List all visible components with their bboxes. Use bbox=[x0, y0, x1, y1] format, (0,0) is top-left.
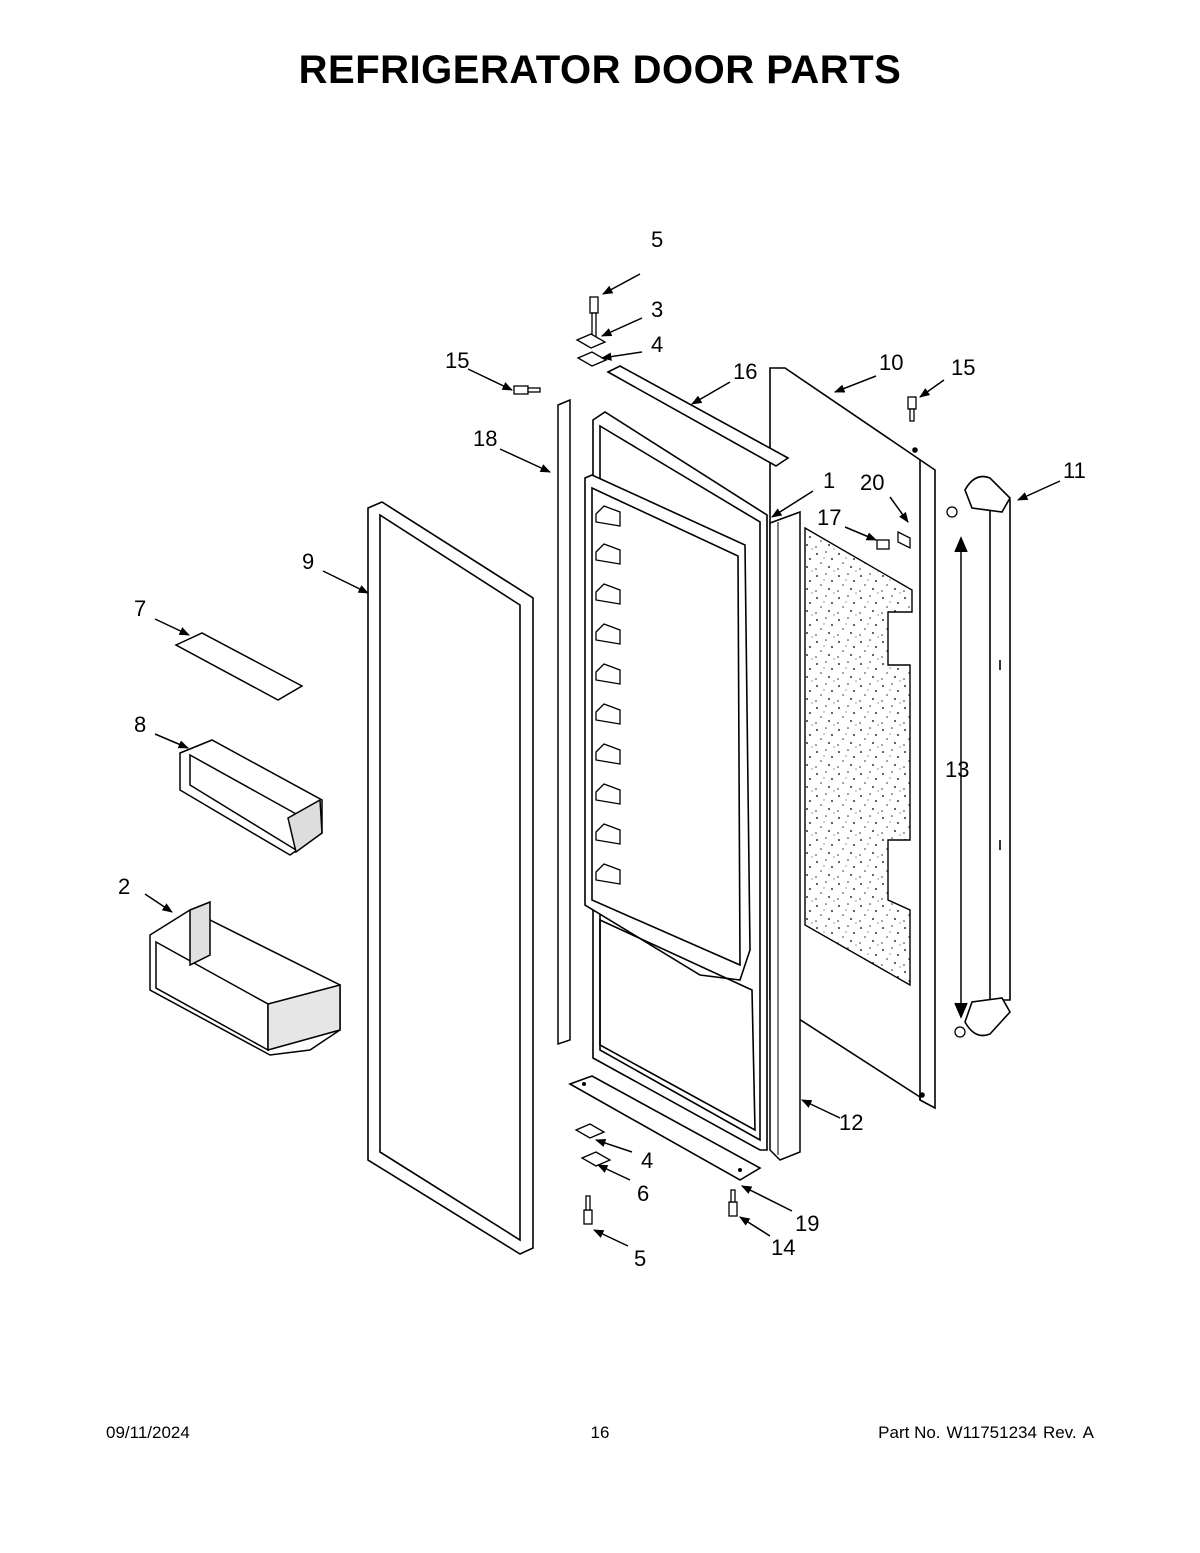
footer-page-number: 16 bbox=[590, 1423, 610, 1442]
footer-date: 09/11/2024 bbox=[106, 1423, 190, 1442]
part-number: W11751234 bbox=[946, 1423, 1037, 1442]
callout-1: 1 bbox=[823, 468, 836, 493]
callout-4: 4 bbox=[651, 332, 664, 357]
callout-10: 10 bbox=[879, 350, 904, 375]
rev-value: A bbox=[1082, 1423, 1094, 1442]
rev-label: Rev. bbox=[1042, 1423, 1077, 1442]
door-gasket-frame bbox=[367, 501, 534, 1255]
callout-5: 5 bbox=[651, 227, 664, 252]
callout-20: 20 bbox=[860, 470, 885, 495]
callout-15: 15 bbox=[951, 355, 976, 380]
callout-12: 12 bbox=[839, 1110, 864, 1135]
callout-17: 17 bbox=[817, 505, 842, 530]
door-liner bbox=[584, 411, 768, 1151]
callout-9: 9 bbox=[302, 549, 315, 574]
side-door-strip bbox=[557, 398, 571, 1046]
callout-18: 18 bbox=[473, 426, 498, 451]
door-handle bbox=[964, 475, 1011, 1037]
small-door-bin bbox=[179, 739, 323, 856]
callout-4: 4 bbox=[641, 1148, 654, 1173]
callout-2: 2 bbox=[118, 874, 131, 899]
handle-span-dimension bbox=[954, 536, 968, 1019]
hardware bbox=[513, 296, 966, 1225]
part-label: Part No. bbox=[878, 1423, 941, 1442]
liner-shelf-notches bbox=[595, 505, 621, 885]
callout-7: 7 bbox=[134, 596, 147, 621]
callout-13: 13 bbox=[945, 757, 970, 782]
door-insulation bbox=[804, 526, 913, 987]
callout-6: 6 bbox=[637, 1181, 650, 1206]
callout-5: 5 bbox=[634, 1246, 647, 1271]
callout-leaders bbox=[144, 273, 1061, 1247]
top-door-trim bbox=[606, 365, 790, 467]
callout-3: 3 bbox=[651, 297, 664, 322]
large-door-bin bbox=[149, 900, 341, 1056]
callout-14: 14 bbox=[771, 1235, 796, 1260]
callout-11: 11 bbox=[1063, 458, 1086, 483]
callout-8: 8 bbox=[134, 712, 147, 737]
callout-16: 16 bbox=[733, 359, 758, 384]
bottom-door-trim bbox=[568, 1075, 762, 1181]
page-title: REFRIGERATOR DOOR PARTS bbox=[298, 48, 902, 92]
footer-part-info: Part No. W11751234 Rev. A bbox=[872, 1423, 1094, 1443]
callout-19: 19 bbox=[795, 1211, 820, 1236]
door-gasket-strip bbox=[769, 510, 801, 1161]
shelf-label bbox=[174, 632, 304, 701]
callout-15: 15 bbox=[445, 348, 470, 373]
